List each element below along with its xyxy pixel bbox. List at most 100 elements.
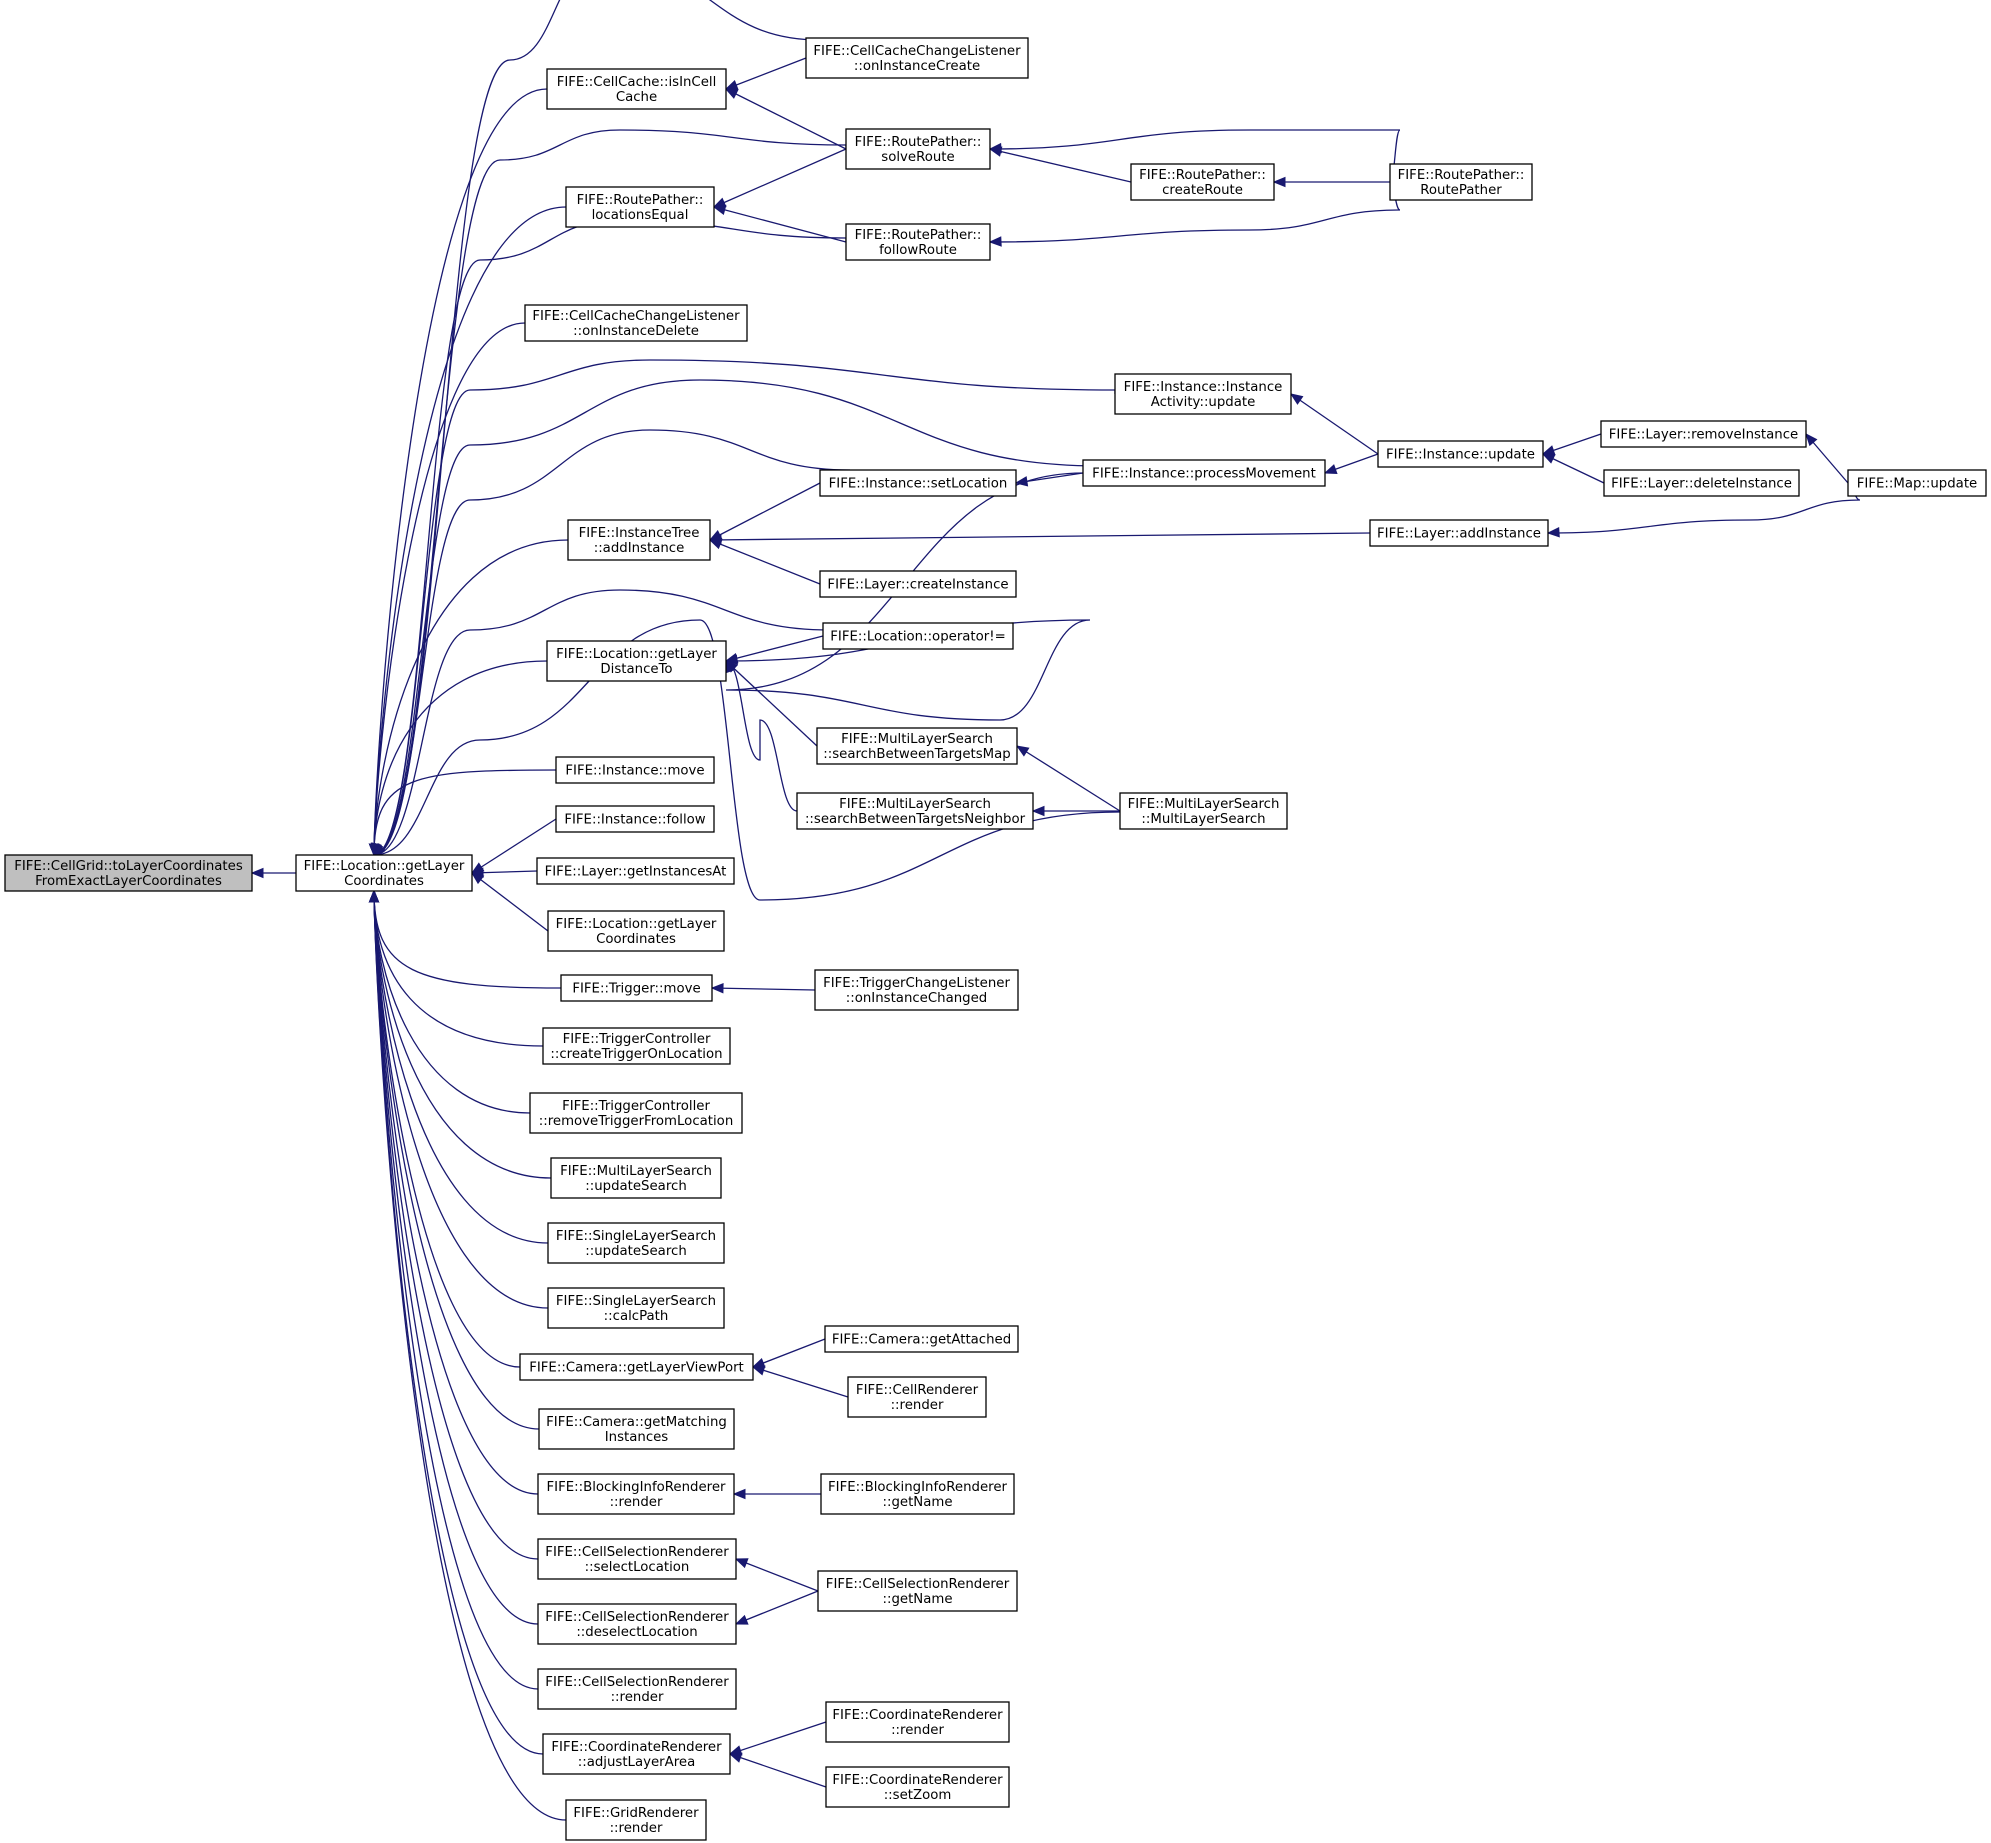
node-cccl-delete[interactable]: FIFE::CellCacheChangeListener::onInstanc… [524,304,748,342]
edge-inst-move-to-loc-getlayer [373,769,557,856]
node-box [536,857,735,885]
node-tc-create[interactable]: FIFE::TriggerController::createTriggerOn… [542,1027,731,1065]
node-cam-attached[interactable]: FIFE::Camera::getAttached [824,1325,1019,1353]
node-cr-adjust[interactable]: FIFE::CoordinateRenderer::adjustLayerAre… [542,1733,731,1775]
node-root[interactable]: FIFE::CellGrid::toLayerCoordinatesFromEx… [4,854,253,892]
node-rp-locequal[interactable]: FIFE::RoutePather::locationsEqual [565,186,715,228]
node-label: FIFE::CoordinateRenderer [832,1773,1003,1788]
node-label: FIFE::SingleLayerSearch [556,1294,716,1309]
node-csr-render[interactable]: FIFE::CellSelectionRenderer::render [537,1668,737,1710]
node-sls-calc[interactable]: FIFE::SingleLayerSearch::calcPath [547,1287,725,1329]
node-label: FIFE::TriggerChangeListener [823,976,1010,991]
arrowhead-icon [724,654,739,665]
node-box [565,186,715,228]
node-box [542,1027,731,1065]
node-label: FIFE::SingleLayerSearch [556,1229,716,1244]
node-label: FIFE::CoordinateRenderer [832,1708,1003,1723]
node-label: FIFE::InstanceTree [579,526,700,541]
arrowhead-icon [732,1488,746,1500]
node-box [805,37,1029,79]
node-inst-procmove[interactable]: FIFE::Instance::processMovement [1082,459,1326,487]
node-box [814,969,1019,1011]
node-label: FIFE::MultiLayerSearch [1128,797,1280,812]
node-cr-render[interactable]: FIFE::CoordinateRenderer::render [825,1701,1010,1743]
node-label: FIFE::Location::getLayer [556,647,717,662]
node-csr-select[interactable]: FIFE::CellSelectionRenderer::selectLocat… [537,1538,737,1580]
edge-layer-add-to-itree-add [709,532,1371,541]
edge-inst-activity-to-loc-getlayer [373,359,1116,856]
arrowhead-icon [1323,464,1338,475]
arrowhead-icon [1541,453,1556,464]
node-label: ::removeTriggerFromLocation [539,1114,734,1129]
node-label: FIFE::Instance::update [1386,448,1535,463]
node-box [547,1287,725,1329]
node-bir-render[interactable]: FIFE::BlockingInfoRenderer::render [537,1473,735,1515]
node-label: Coordinates [596,932,676,947]
node-rp-ctor[interactable]: FIFE::RoutePather::RoutePather [1389,163,1533,201]
node-box [547,1222,725,1264]
node-inst-setloc[interactable]: FIFE::Instance::setLocation [819,469,1017,497]
node-label: FIFE::Location::getLayer [304,859,465,874]
node-csr-name[interactable]: FIFE::CellSelectionRenderer::getName [817,1570,1018,1612]
edge-cr-render-to-cr-adjust [729,1721,827,1755]
node-layer-remove[interactable]: FIFE::Layer::removeInstance [1600,420,1807,448]
node-trig-move[interactable]: FIFE::Trigger::move [560,974,713,1002]
node-rp-solve[interactable]: FIFE::RoutePather::solveRoute [845,128,991,170]
node-inst-follow[interactable]: FIFE::Instance::follow [555,805,715,833]
node-label: FIFE::GridRenderer [573,1806,699,1821]
node-box [550,1157,722,1199]
node-box [825,1701,1010,1743]
node-bir-name[interactable]: FIFE::BlockingInfoRenderer::getName [820,1473,1015,1515]
node-map-update[interactable]: FIFE::Map::update [1847,469,1987,497]
node-label: FIFE::Camera::getLayerViewPort [529,1361,744,1376]
node-rp-follow[interactable]: FIFE::RoutePather::followRoute [845,223,991,261]
node-mls-update[interactable]: FIFE::MultiLayerSearch::updateSearch [550,1157,722,1199]
node-cellr-render[interactable]: FIFE::CellRenderer::render [847,1376,987,1418]
arrowhead-icon [1289,393,1304,405]
node-loc-neq[interactable]: FIFE::Location::operator!= [822,622,1014,650]
node-csr-deselect[interactable]: FIFE::CellSelectionRenderer::deselectLoc… [537,1603,737,1645]
node-label: Activity::update [1151,395,1256,410]
node-box [295,854,473,892]
node-cam-viewport[interactable]: FIFE::Camera::getLayerViewPort [519,1353,754,1381]
node-sls-update[interactable]: FIFE::SingleLayerSearch::updateSearch [547,1222,725,1264]
node-itree-add[interactable]: FIFE::InstanceTree::addInstance [567,519,711,561]
node-box [560,974,713,1002]
node-label: FIFE::Camera::getMatching [546,1415,727,1430]
arrowhead-icon [368,889,380,903]
node-gr-render[interactable]: FIFE::GridRenderer::render [565,1799,707,1841]
node-cccl-create[interactable]: FIFE::CellCacheChangeListener::onInstanc… [805,37,1029,79]
node-tc-remove[interactable]: FIFE::TriggerController::removeTriggerFr… [529,1092,743,1134]
node-box [565,1799,707,1841]
node-label: FIFE::CellSelectionRenderer [826,1577,1010,1592]
node-label: FIFE::MultiLayerSearch [841,732,993,747]
node-label: FIFE::CellRenderer [856,1383,979,1398]
node-box [537,1603,737,1645]
node-mls-map[interactable]: FIFE::MultiLayerSearch::searchBetweenTar… [816,727,1018,765]
node-rp-create[interactable]: FIFE::RoutePather::createRoute [1130,163,1275,201]
node-mls-neigh[interactable]: FIFE::MultiLayerSearch::searchBetweenTar… [796,792,1034,830]
node-label: followRoute [879,243,957,258]
node-layer-getat[interactable]: FIFE::Layer::getInstancesAt [536,857,735,885]
node-box [519,1353,754,1381]
edge-bir-render-to-loc-getlayer [373,890,539,1495]
node-label: ::onInstanceDelete [573,324,699,339]
node-layer-add[interactable]: FIFE::Layer::addInstance [1369,519,1549,547]
node-inst-move[interactable]: FIFE::Instance::move [555,756,715,784]
node-layer-create[interactable]: FIFE::Layer::createInstance [819,570,1017,598]
node-label: FIFE::MultiLayerSearch [560,1164,712,1179]
node-inst-update[interactable]: FIFE::Instance::update [1377,440,1544,468]
node-label: FIFE::RoutePather:: [855,135,982,150]
node-cr-zoom[interactable]: FIFE::CoordinateRenderer::setZoom [825,1766,1010,1808]
node-layer-delete[interactable]: FIFE::Layer::deleteInstance [1603,469,1800,497]
node-label: FIFE::CellSelectionRenderer [545,1545,729,1560]
node-mls-ctor[interactable]: FIFE::MultiLayerSearch::MultiLayerSearch [1119,792,1288,830]
node-box [524,304,748,342]
node-tcl-changed[interactable]: FIFE::TriggerChangeListener::onInstanceC… [814,969,1019,1011]
